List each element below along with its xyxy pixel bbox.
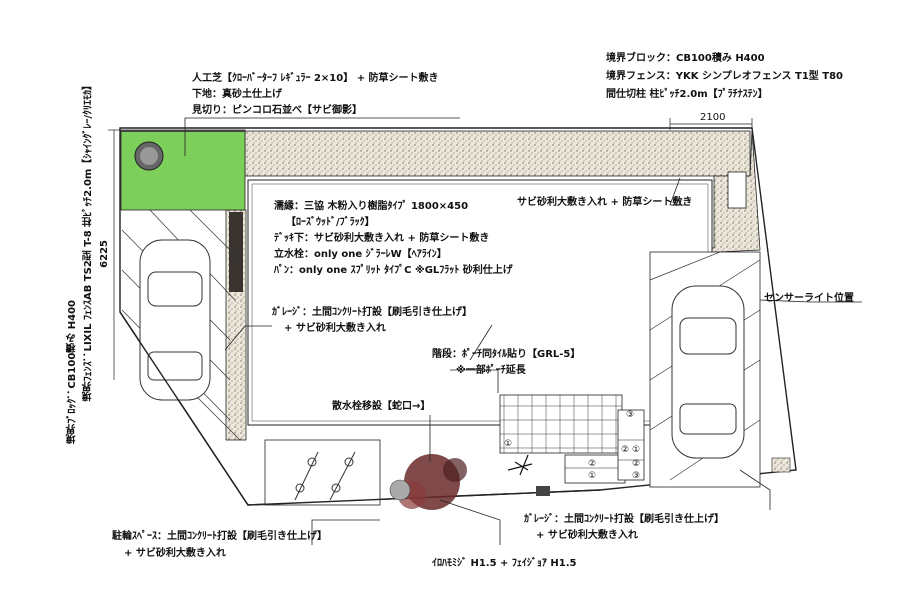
garage-right-label-2: + サビ砂利大敷き入れ — [536, 530, 638, 541]
deck-label-3: ﾃﾞｯｷ下：サビ砂利大敷き入れ + 防草シート敷き — [274, 233, 490, 244]
left-car-icon — [139, 239, 211, 401]
garage-mid-label-2: + サビ砂利大敷き入れ — [284, 323, 386, 334]
dimension-lines — [108, 118, 753, 380]
step-number: ① — [588, 471, 596, 481]
sensor-light-label: センサーライト位置 — [764, 293, 854, 304]
step-number: ③ — [632, 471, 640, 481]
steps — [564, 454, 626, 484]
right-car-icon — [671, 285, 745, 459]
boundary-label-1: 境界ブロック：CB100積み H400 — [606, 53, 765, 64]
turf-label-3: 見切り：ピンコロ石並べ【サビ御影】 — [192, 105, 362, 116]
gravel-top-label: サビ砂利大敷き入れ + 防草シート敷き — [517, 197, 693, 208]
gravel-top-strip — [244, 130, 751, 177]
step-number: ② — [632, 459, 640, 469]
deck-label-2: 【ﾛｰｽﾞｳｯﾄﾞ/ﾌﾞﾗｯｸ】 — [286, 217, 375, 228]
step-number: ③ — [626, 410, 634, 420]
artificial-turf — [120, 129, 246, 211]
bike-label-2: + サビ砂利大敷き入れ — [124, 548, 226, 559]
step-number: ① — [504, 439, 512, 449]
steps-label-2: ※一部ﾎﾟｰﾁ延長 — [456, 365, 526, 376]
water-faucet-box — [727, 171, 747, 209]
turf-label-1: 人工芝【ｸﾛｰﾊﾞｰﾀｰﾌ ﾚｷﾞｭﾗｰ 2×10】 + 防草シート敷き — [192, 73, 439, 84]
boundary-label-2: 境界フェンス：YKK シンプレオフェンス T1型 T80 — [606, 71, 843, 82]
boundary-label-3: 間仕切柱 柱ﾋﾟｯﾁ2.0m【ﾌﾟﾗﾁﾅｽﾃﾝ】 — [606, 89, 768, 100]
porch-tiles — [499, 394, 623, 454]
left-vertical-label-2: 境界ﾌｪﾝｽ：LIXIL ﾌｪﾝｽAB TS2型 T-8 柱ﾋﾟｯﾁ2.0m【ｼ… — [83, 80, 94, 402]
turf-label-2: 下地：真砂土仕上げ — [192, 89, 282, 100]
deck-dark — [229, 212, 243, 292]
bike-space — [264, 439, 381, 506]
dimension-width: 2100 — [700, 112, 726, 123]
faucet-move-label: 散水栓移設【蛇口→】 — [332, 401, 431, 412]
trees-label: ｲﾛﾊﾓﾐｼﾞ H1.5 + ﾌｪｲｼﾞｮｱ H1.5 — [432, 558, 577, 569]
dimension-height: 6225 — [99, 240, 110, 268]
feijoa-shrub-icon — [389, 479, 411, 501]
bicycle-icons — [294, 451, 356, 501]
bike-label-1: 駐輪ｽﾍﾟｰｽ：土間ｺﾝｸﾘｰﾄ打設【刷毛引き仕上げ】 — [112, 531, 327, 542]
left-vertical-label-1: 境界ﾌﾞﾛｯｸ：CB100積み H400 — [67, 300, 78, 444]
step-number: ② — [588, 459, 596, 469]
deck-label-5: ﾊﾟﾝ：only one ｽﾌﾟﾘｯﾄ ﾀｲﾌﾟC ※GLﾌﾗｯﾄ 砂利仕上げ — [274, 265, 513, 276]
step-number: ① — [632, 445, 640, 455]
leader-lines — [184, 117, 862, 545]
step-number-labels: ① ② ③ ① ② ① ② ③ — [504, 410, 640, 481]
faucet-pan — [536, 486, 550, 496]
deck-label-4: 立水栓：only one ｼﾞﾗｰﾚW【ﾍｱﾗｲﾝ】 — [274, 249, 447, 260]
garage-mid-label-1: ｶﾞﾚｰｼﾞ：土間ｺﾝｸﾘｰﾄ打設【刷毛引き仕上げ】 — [272, 307, 472, 318]
house-outline — [247, 179, 713, 426]
steps-label-1: 階段：ﾎﾟｰﾁ同ﾀｲﾙ貼り【GRL-5】 — [432, 349, 581, 360]
step-number: ② — [621, 445, 629, 455]
deck-label-1: 濡縁：三協 木粉入り樹脂ﾀｲﾌﾟ 1800×450 — [274, 201, 469, 212]
garage-right-label-1: ｶﾞﾚｰｼﾞ：土間ｺﾝｸﾘｰﾄ打設【刷毛引き仕上げ】 — [524, 514, 724, 525]
plant-spiky-icon — [507, 454, 533, 476]
turf-edge — [121, 130, 245, 132]
